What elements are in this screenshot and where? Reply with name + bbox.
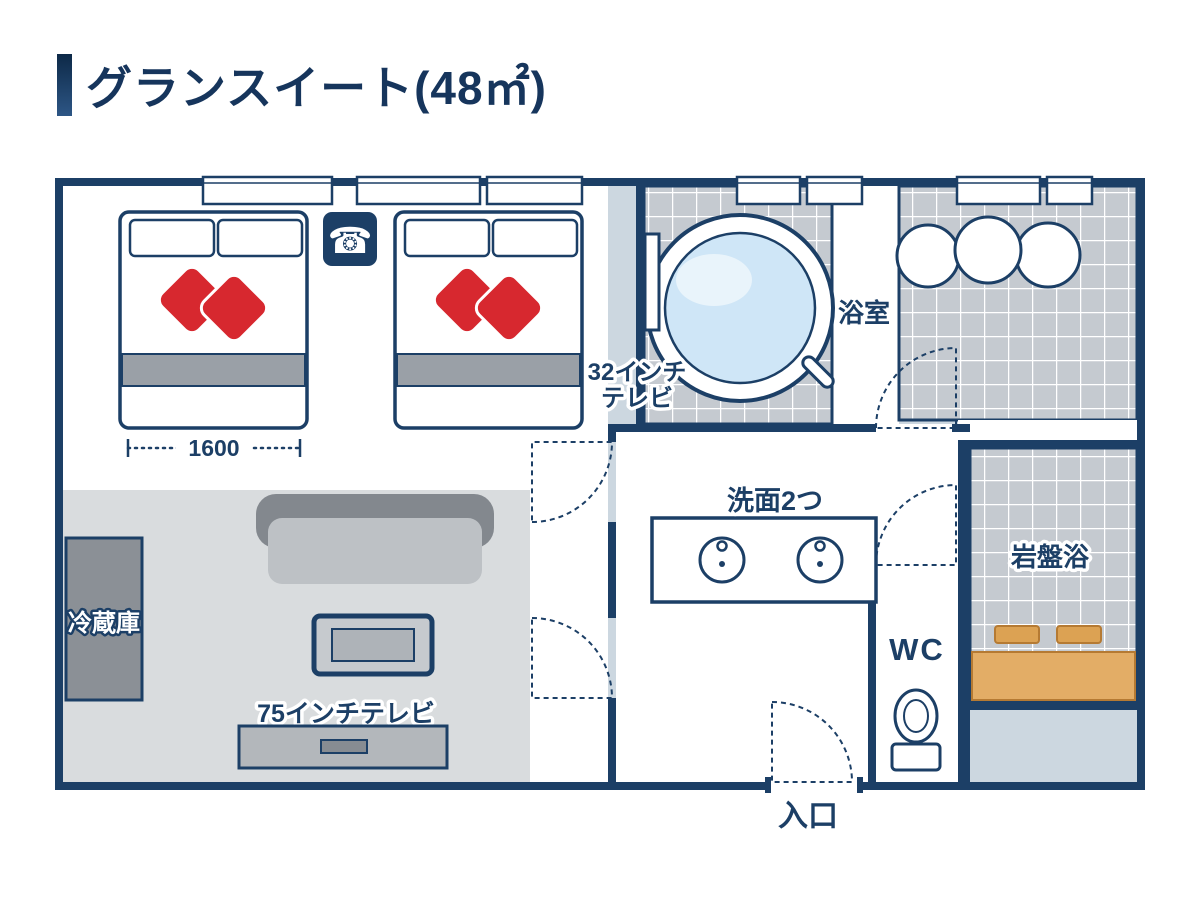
outer-wall-bottom [55, 782, 1145, 790]
bed-pillow [403, 218, 491, 258]
wc-label: WC [889, 632, 945, 667]
door-arc-bedroom-lower [531, 616, 614, 699]
refrigerator-label: 冷蔵庫 [68, 609, 140, 637]
bed-pillow [216, 218, 304, 258]
bed-1 [118, 210, 309, 430]
wall-living-hall-a [608, 424, 616, 442]
bed-width-label: 1600 [188, 435, 239, 461]
window [485, 175, 584, 206]
bed-pillow [128, 218, 216, 258]
window [355, 175, 482, 206]
phone-icon: ☎ [323, 212, 377, 266]
window [201, 175, 334, 206]
phone-glyph: ☎ [328, 221, 373, 262]
exterior-floor-corner [970, 710, 1137, 782]
window [735, 175, 802, 206]
bed-cushion-icon [474, 273, 544, 343]
plan-header: グランスイート(48㎡) [57, 52, 547, 118]
tv75-label: 75インチテレビ [257, 700, 435, 728]
entrance-label: 入口 [778, 800, 838, 833]
wall-living-hall-b [608, 522, 616, 618]
bed-width-dimension: 1600 [126, 432, 302, 465]
entrance-jamb [765, 777, 771, 793]
door-arc-bathroom [874, 346, 957, 429]
bed-runner [396, 353, 581, 387]
tv32-label-line1: 32インチ [588, 359, 687, 386]
bathroom-label: 浴室 [838, 298, 890, 328]
wall-bathroom-bottom [608, 424, 876, 432]
tv-75 [311, 613, 435, 677]
window [805, 175, 864, 206]
door-arc-wc [874, 483, 957, 566]
stone-sauna-label: 岩盤浴 [1010, 542, 1090, 572]
bed-cushion-icon [199, 273, 269, 343]
wall-wc-sauna [958, 440, 970, 782]
bed-runner [121, 353, 306, 387]
wall-bathroom-left [636, 186, 644, 424]
refrigerator [64, 536, 144, 702]
outer-wall-top [55, 178, 1145, 186]
toilet [890, 688, 942, 772]
tv-32 [643, 232, 661, 332]
vanity-counter [650, 516, 878, 604]
door-arc-bedroom-upper [531, 441, 614, 524]
wall-bathroom-bottom-right [952, 424, 970, 432]
door-arc-entrance [771, 700, 854, 783]
wall-wc-left [868, 560, 876, 782]
sink-2 [796, 536, 844, 584]
tub-handle [801, 355, 835, 389]
washbasins-label: 洗面2つ [727, 486, 823, 516]
wall-sauna-top [958, 440, 1137, 448]
sink-1 [698, 536, 746, 584]
wall-sauna-bottom [958, 702, 1137, 710]
sauna-pillow [994, 625, 1040, 644]
sauna-pillow [1056, 625, 1102, 644]
entrance-jamb [857, 777, 863, 793]
water-highlight [676, 254, 752, 306]
bed-2 [393, 210, 584, 430]
tv32-label-line2: テレビ [601, 385, 673, 412]
page-title: グランスイート(48㎡) [86, 62, 547, 114]
window [955, 175, 1042, 206]
window [1045, 175, 1094, 206]
entrance-gap [770, 780, 858, 792]
sauna-platform [971, 651, 1136, 701]
outer-wall-right [1137, 178, 1145, 790]
title-accent-bar [57, 54, 72, 116]
tv-stand [237, 724, 449, 770]
bath-stools [895, 215, 1082, 289]
wall-living-hall-c [608, 698, 616, 782]
sofa [256, 494, 494, 584]
shower-room-tile [897, 184, 1139, 422]
bed-pillow [491, 218, 579, 258]
outer-wall-left [55, 178, 63, 790]
